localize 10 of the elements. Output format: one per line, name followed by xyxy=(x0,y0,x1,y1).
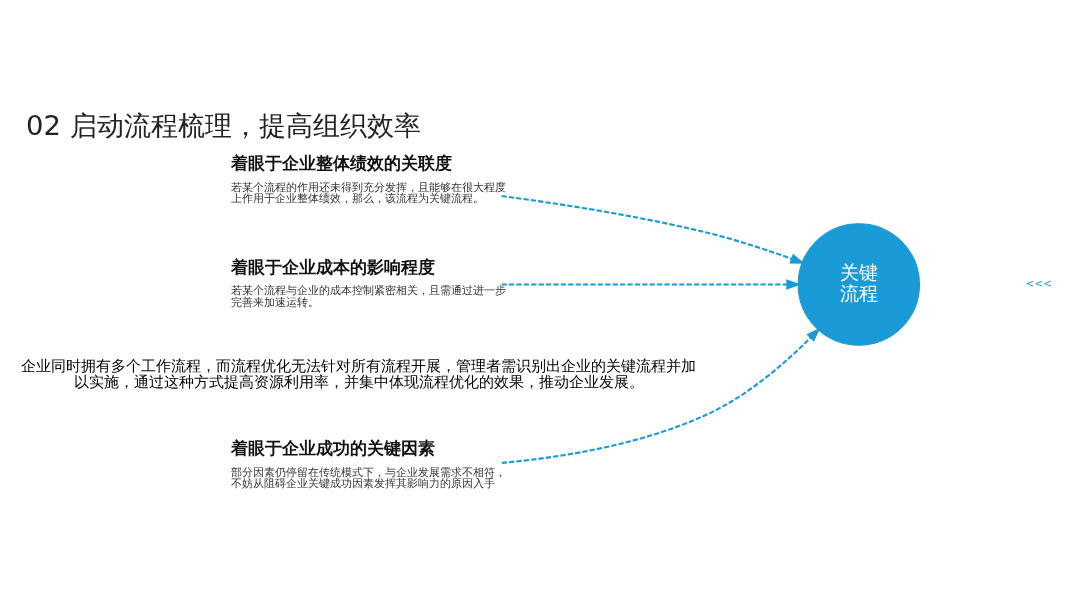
arrow xyxy=(501,195,806,264)
arrow xyxy=(501,279,802,290)
node-text: 着眼于企业整体绩效的关联度 若某个流程的作用还未得到充分发挥，且能够在很大程度上作用于企业整体绩效，那么，该流程为关键流程。 xyxy=(231,153,507,205)
node-text: 着眼于企业成功的关键因素 部分因素仍停留在传统模式下，与企业发展需求不相符，不妨从阻碍企业关键成功因素发挥其影响力的原因入手 xyxy=(231,438,507,490)
label: <<< xyxy=(1025,277,1053,290)
diagram-title: 02 启动流程梳理，提高组织效率 xyxy=(25,110,421,142)
node-text: 着眼于企业成本的影响程度 若某个流程与企业的成本控制紧密相关，且需通过进一步完善来加速运转。 xyxy=(231,256,507,308)
arrow xyxy=(501,327,821,464)
node-circle: 关键流程 xyxy=(797,223,921,346)
label: 企业同时拥有多个工作流程，而流程优化无法针对所有流程开展，管理者需识别出企业的关键流程并加以实施，通过这种方式提高资源利用率，并集中体现流程优化的效果，推动企业发展。 xyxy=(21,357,697,391)
